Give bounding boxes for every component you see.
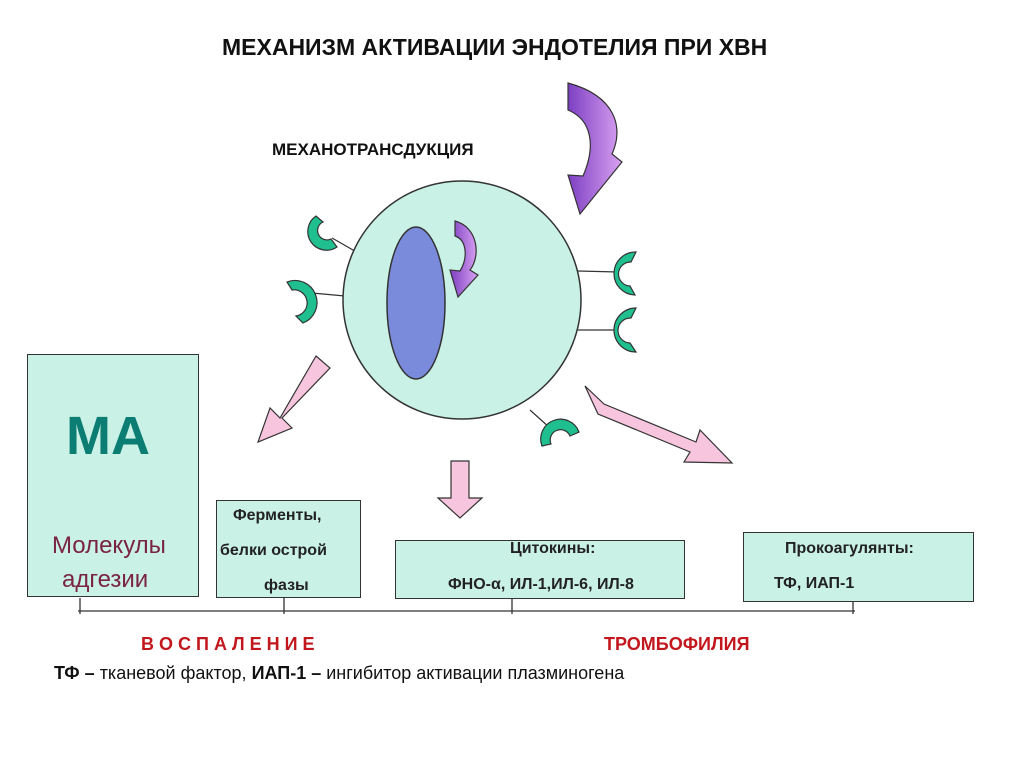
legend-pai-abbr: ИАП-1 – bbox=[251, 663, 322, 683]
stalk-3 bbox=[577, 270, 619, 273]
page-title: МЕХАНИЗМ АКТИВАЦИИ ЭНДОТЕЛИЯ ПРИ ХВН bbox=[222, 34, 768, 60]
legend-pai-text: ингибитор активации плазминогена bbox=[321, 663, 625, 683]
output-arrows bbox=[256, 355, 734, 519]
arrow-to-procoagulants bbox=[584, 385, 734, 464]
enzymes-box: Ферменты, белки острой фазы bbox=[216, 500, 361, 598]
bracket-lines bbox=[78, 598, 855, 614]
procoagulants-list: ТФ, ИАП-1 bbox=[774, 575, 855, 592]
adhesion-molecules-box: МА Молекулы адгезии bbox=[27, 354, 199, 597]
receptor-2 bbox=[286, 279, 318, 324]
enzymes-line1: Ферменты, bbox=[233, 507, 322, 524]
receptor-4 bbox=[613, 307, 638, 353]
enzymes-line2: белки острой bbox=[220, 542, 327, 559]
cell-nucleus bbox=[386, 226, 446, 380]
inflammation-label: В О С П А Л Е Н И Е bbox=[141, 634, 315, 654]
receptor-3 bbox=[613, 251, 637, 296]
arrow-to-cytokines bbox=[436, 460, 484, 519]
legend-tf-text: тканевой фактор, bbox=[94, 663, 252, 683]
mechanotransduction-label: МЕХАНОТРАНСДУКЦИЯ bbox=[272, 140, 474, 159]
receptor-1 bbox=[307, 215, 338, 251]
endothelial-cell bbox=[342, 180, 582, 420]
adhesion-label-line2: адгезии bbox=[62, 566, 149, 593]
intracellular-signal-arrow bbox=[449, 220, 479, 299]
cytokines-list: ФНО-α, ИЛ-1,ИЛ-6, ИЛ-8 bbox=[448, 576, 634, 593]
adhesion-label-line1: Молекулы bbox=[52, 532, 166, 559]
cytokines-box: Цитокины: ФНО-α, ИЛ-1,ИЛ-6, ИЛ-8 bbox=[395, 540, 685, 599]
force-arrow bbox=[567, 82, 623, 216]
ma-abbreviation: МА bbox=[66, 406, 150, 466]
receptor-5 bbox=[540, 418, 580, 447]
procoagulants-title: Прокоагулянты: bbox=[785, 540, 914, 557]
cytokines-title: Цитокины: bbox=[510, 540, 596, 557]
stalk-2 bbox=[311, 292, 346, 297]
enzymes-line3: фазы bbox=[264, 577, 309, 594]
receptor-stalks bbox=[311, 237, 619, 429]
thrombophilia-label: ТРОМБОФИЛИЯ bbox=[604, 634, 750, 654]
arrow-to-enzymes bbox=[256, 355, 331, 444]
legend-tf-abbr: ТФ – bbox=[54, 663, 95, 683]
procoagulants-box: Прокоагулянты: ТФ, ИАП-1 bbox=[743, 532, 974, 602]
receptors bbox=[286, 215, 638, 447]
abbreviation-legend: ТФ – тканевой фактор, ИАП-1 – ингибитор … bbox=[54, 663, 624, 684]
